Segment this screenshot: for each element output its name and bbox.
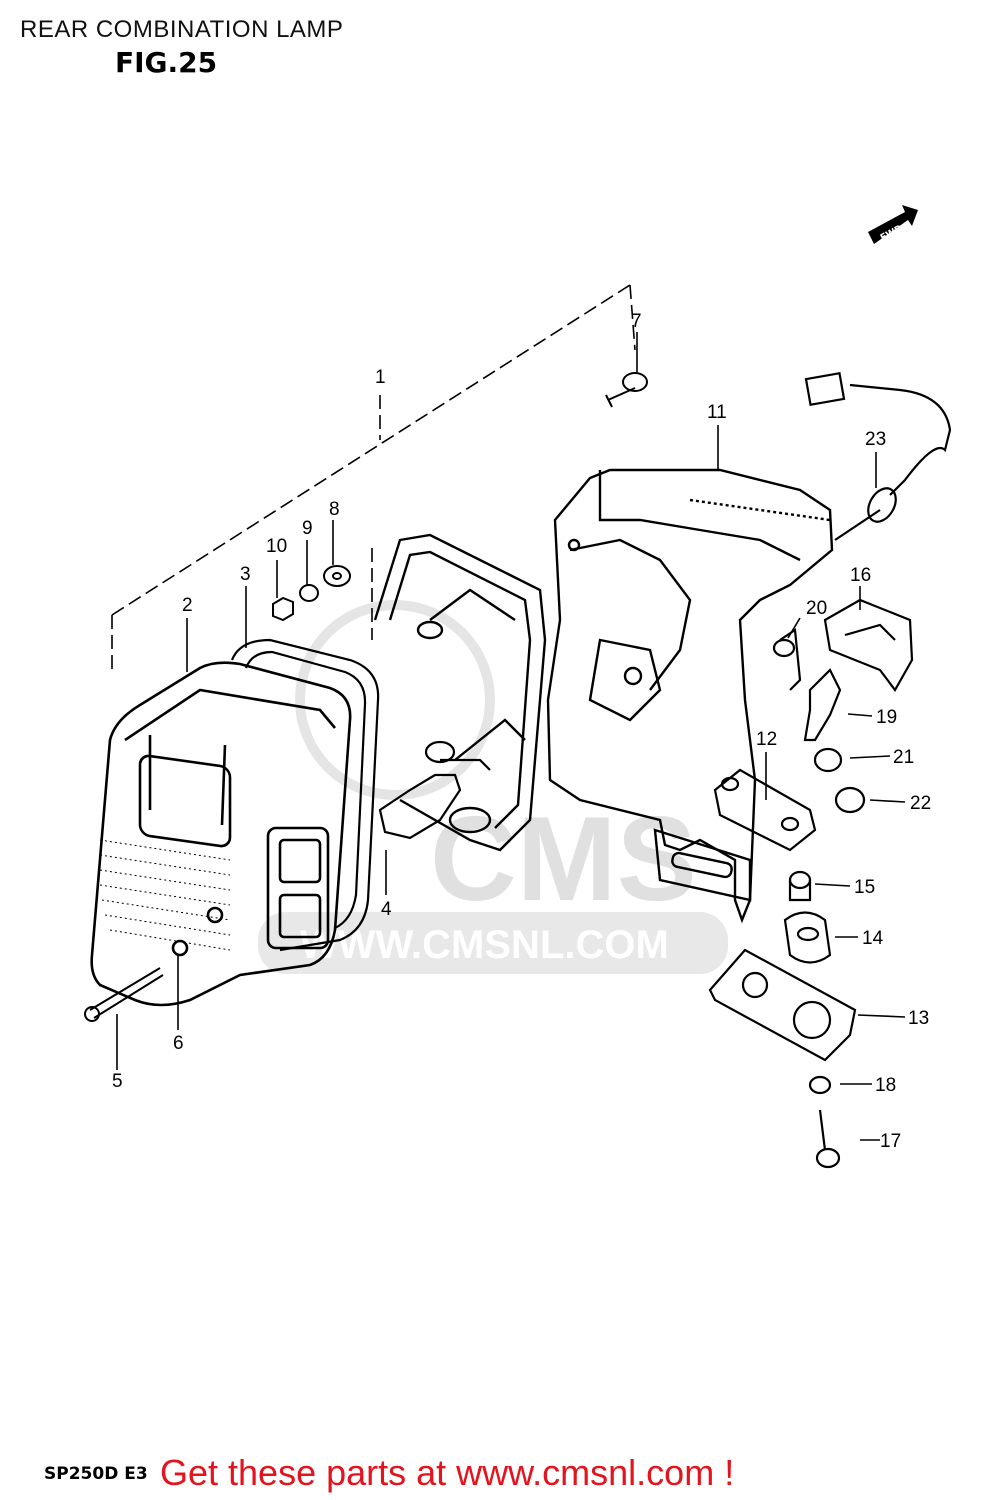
- callout-6: 6: [173, 1033, 184, 1054]
- clamp-parts: [772, 598, 914, 814]
- callout-3: 3: [240, 564, 251, 585]
- watermark: CMS WWW.CMSNL.COM: [258, 600, 728, 974]
- leader-lines: [116, 332, 906, 1141]
- callout-9: 9: [302, 518, 313, 539]
- callout-4: 4: [381, 899, 392, 920]
- callout-23: 23: [865, 429, 886, 450]
- lens-texture: [99, 839, 231, 951]
- watermark-logo: CMS: [430, 792, 697, 926]
- callout-8: 8: [329, 499, 340, 520]
- bulb-4: [378, 740, 491, 840]
- callout-7: 7: [631, 311, 642, 332]
- page-title: REAR COMBINATION LAMP: [20, 16, 344, 43]
- callout-18: 18: [875, 1075, 896, 1096]
- callout-19: 19: [876, 707, 897, 728]
- group-bracket-1: [111, 284, 636, 672]
- callout-11: 11: [707, 402, 727, 423]
- figure-label: FIG.25: [115, 46, 218, 79]
- lens-2: [90, 661, 352, 1007]
- harness-23: [804, 371, 952, 541]
- watermark-url: WWW.CMSNL.COM: [300, 923, 669, 967]
- callout-16: 16: [850, 565, 871, 586]
- callout-1: 1: [375, 367, 386, 388]
- promo-link[interactable]: Get these parts at www.cmsnl.com !: [160, 1452, 735, 1493]
- callout-14: 14: [862, 928, 884, 949]
- callout-12: 12: [756, 729, 777, 750]
- callout-numbers: 1 2 3 4 5 6 7 8 9 10 11 12 13 14 15 16 1…: [112, 311, 931, 1152]
- rear-bracket-11: [546, 468, 834, 924]
- callout-21: 21: [893, 747, 914, 768]
- fwd-arrow-icon: FWD: [868, 205, 918, 244]
- callout-17: 17: [880, 1131, 901, 1152]
- callout-20: 20: [806, 598, 827, 619]
- callout-5: 5: [112, 1071, 123, 1092]
- gasket-3: [230, 638, 380, 952]
- callout-15: 15: [854, 877, 875, 898]
- callout-13: 13: [908, 1008, 929, 1029]
- model-code: SP250D E3: [44, 1464, 148, 1484]
- lamp-base-frame: [373, 533, 547, 852]
- lower-parts: [708, 768, 857, 1169]
- callout-22: 22: [910, 793, 931, 814]
- washers-8-9-10: [272, 565, 351, 622]
- callout-2: 2: [182, 595, 193, 616]
- callout-10: 10: [266, 536, 287, 557]
- screw-7: [605, 372, 648, 408]
- screw-5: [84, 967, 164, 1022]
